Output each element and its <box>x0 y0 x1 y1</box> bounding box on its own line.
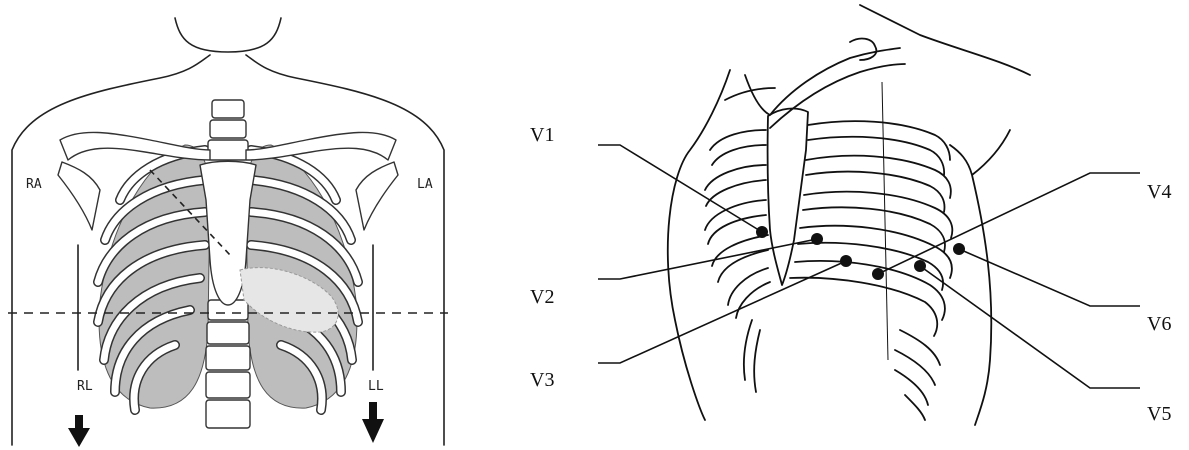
label-v5: V5 <box>1147 403 1171 425</box>
right-ribs-sketch <box>705 130 770 392</box>
label-v1: V1 <box>530 124 554 146</box>
label-right-arm: RA <box>26 177 42 192</box>
leader-lines <box>598 145 1140 388</box>
label-right-leg: RL <box>77 379 93 394</box>
left-leg-arrow-icon <box>362 402 384 443</box>
torso-outline <box>668 5 1030 425</box>
right-leg-arrow-icon <box>68 415 90 447</box>
label-v2: V2 <box>530 286 554 308</box>
label-v6: V6 <box>1147 313 1171 335</box>
label-v4: V4 <box>1147 181 1171 203</box>
limb-lead-illustration: RA LA RL LL <box>8 18 448 447</box>
label-left-leg: LL <box>368 379 384 394</box>
right-scapula <box>58 162 100 230</box>
left-scapula <box>356 162 398 230</box>
left-ribs-sketch <box>790 121 952 420</box>
sternum-sketch <box>768 109 808 285</box>
label-left-arm: LA <box>417 177 433 192</box>
precordial-lead-illustration: V1 V2 V3 V4 V5 V6 <box>530 5 1171 425</box>
label-v3: V3 <box>530 369 554 391</box>
clavicles <box>725 39 905 128</box>
